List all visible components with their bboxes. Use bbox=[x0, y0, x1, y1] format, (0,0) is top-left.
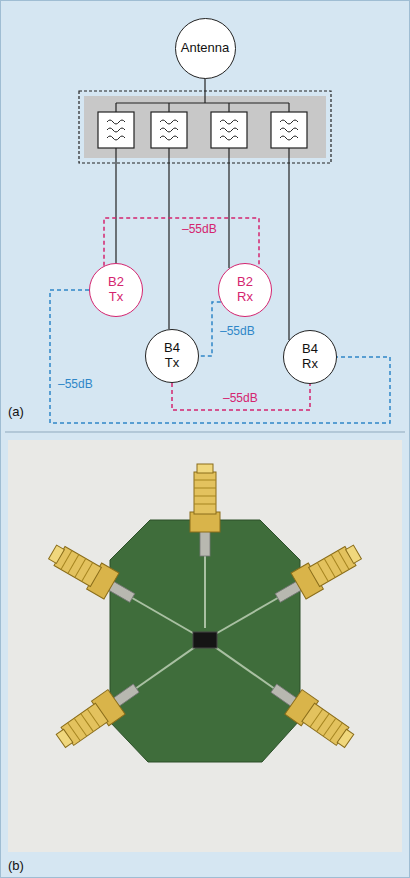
isolation-line bbox=[104, 218, 259, 267]
filter-bank bbox=[79, 76, 331, 163]
label-patch: –55dB bbox=[180, 222, 219, 236]
isolation-label: –55dB bbox=[182, 222, 217, 236]
isolation-line bbox=[172, 383, 310, 410]
label-patch: –55dB bbox=[56, 377, 95, 391]
port-circle: B2 Rx bbox=[218, 263, 272, 317]
antenna-circle: Antenna bbox=[175, 18, 236, 79]
panel-label-box: (a) bbox=[8, 404, 24, 419]
panel-label: (b) bbox=[8, 858, 24, 873]
isolation-label: –55dB bbox=[220, 324, 255, 338]
node-label: B2 Tx bbox=[103, 275, 129, 305]
filter-leads bbox=[116, 148, 289, 340]
label-patch: –55dB bbox=[221, 391, 260, 405]
label-patch: –55dB bbox=[218, 324, 257, 338]
node-label: B4 Rx bbox=[297, 342, 323, 372]
node-label: Antenna bbox=[181, 41, 229, 56]
port-circle: B4 Tx bbox=[145, 329, 199, 383]
isolation-label: –55dB bbox=[223, 391, 258, 405]
board-photo bbox=[8, 440, 402, 852]
panel-separator bbox=[5, 432, 405, 433]
node-label: B4 Tx bbox=[159, 341, 185, 371]
port-circle: B2 Tx bbox=[89, 263, 143, 317]
panel-label: (a) bbox=[8, 404, 24, 419]
isolation-label: –55dB bbox=[58, 377, 93, 391]
port-circle: B4 Rx bbox=[283, 330, 337, 384]
node-label: B2 Rx bbox=[232, 275, 258, 305]
panel-label-box: (b) bbox=[8, 858, 24, 873]
